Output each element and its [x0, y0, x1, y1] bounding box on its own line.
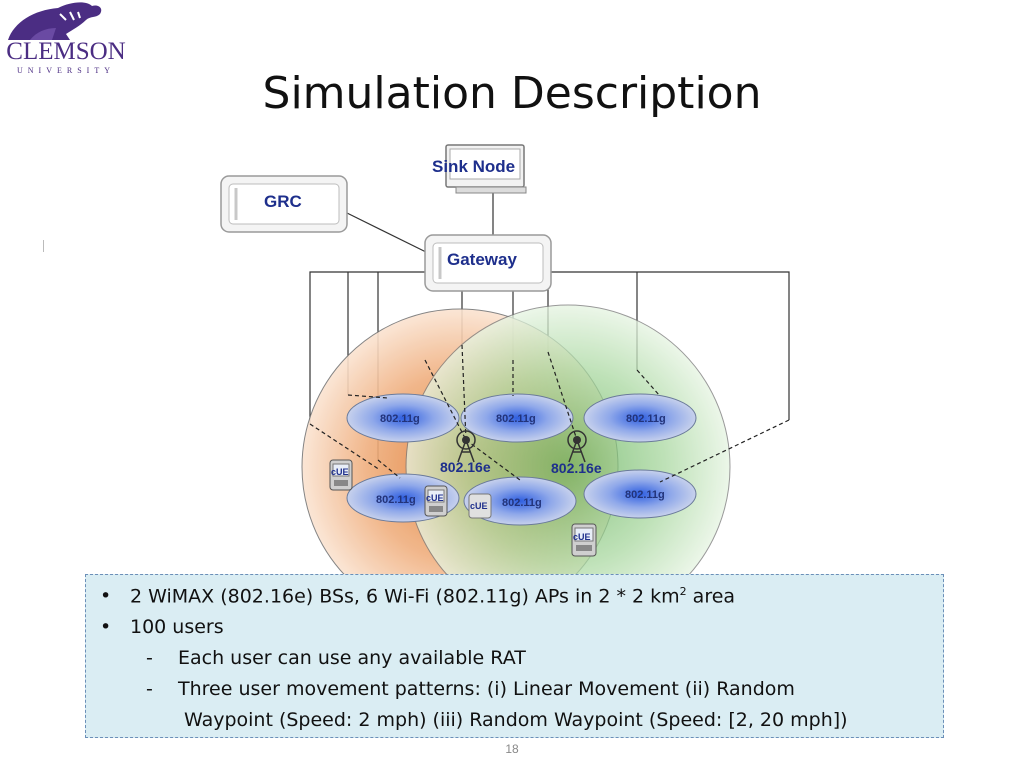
wifi-label: 802.11g — [376, 494, 416, 506]
tower-icon — [456, 430, 476, 463]
clemson-wordmark: CLEMSON — [6, 38, 126, 65]
wifi-label: 802.11g — [625, 489, 665, 501]
network-diagram: 802.11g 802.11g 802.11g 802.11g 802.11g … — [220, 144, 790, 575]
bullet-mark: • — [100, 585, 112, 608]
wifi-label: 802.11g — [496, 413, 536, 425]
gateway-label: Gateway — [447, 250, 517, 269]
bullet-item: • 100 users — [100, 616, 224, 638]
bullet-item: • 2 WiMAX (802.16e) BSs, 6 Wi-Fi (802.11g… — [100, 585, 735, 607]
cue-device-2: cUE — [424, 485, 448, 517]
sub-bullet-text: Each user can use any available RAT — [178, 647, 526, 669]
wifi-label: 802.11g — [380, 413, 420, 425]
bullet-text: area — [686, 585, 736, 608]
tower-icon — [567, 430, 587, 463]
wifi-label: 802.11g — [626, 413, 666, 425]
sub-bullet-item: - Each user can use any available RAT — [146, 647, 526, 669]
sub-bullet-continuation: Waypoint (Speed: 2 mph) (iii) Random Way… — [184, 709, 848, 731]
cue-label: cUE — [470, 501, 488, 511]
description-box: • 2 WiMAX (802.16e) BSs, 6 Wi-Fi (802.11g… — [85, 574, 944, 738]
wifi-ap-3 — [583, 393, 697, 443]
sink-node-label: Sink Node — [432, 157, 515, 176]
page-number: 18 — [505, 742, 519, 756]
cue-device-3: cUE — [468, 493, 492, 519]
dash-mark: - — [146, 678, 153, 700]
grc-label: GRC — [264, 192, 302, 211]
gateway-node: Gateway — [424, 234, 552, 292]
wimax-label: 802.16e — [551, 460, 602, 476]
clemson-logo: CLEMSON UNIVERSITY — [0, 0, 135, 80]
cue-label: cUE — [426, 493, 444, 503]
wifi-label: 802.11g — [502, 497, 542, 509]
university-wordmark: UNIVERSITY — [17, 66, 115, 75]
bullet-text: 2 WiMAX (802.16e) BSs, 6 Wi-Fi (802.11g)… — [130, 585, 680, 608]
bullet-mark: • — [100, 616, 112, 638]
tiger-icon — [8, 2, 102, 40]
sink-node: Sink Node — [432, 144, 527, 194]
dash-mark: - — [146, 647, 153, 669]
wifi-ap-2 — [460, 393, 574, 443]
sub-bullet-item: - Three user movement patterns: (i) Linea… — [146, 678, 795, 700]
wifi-ap-6 — [583, 469, 697, 519]
cue-label: cUE — [331, 467, 349, 477]
bullet-text: 100 users — [130, 616, 224, 638]
slide-title: Simulation Description — [262, 68, 762, 119]
sub-bullet-text: Three user movement patterns: (i) Linear… — [178, 678, 795, 700]
wifi-ap-5 — [463, 476, 577, 526]
wireless-links — [309, 344, 790, 483]
cue-device-4: cUE — [571, 523, 597, 557]
edge-artifact — [43, 240, 44, 252]
grc-node: GRC — [220, 175, 348, 233]
superscript: 2 — [679, 585, 687, 598]
wifi-ap-1 — [346, 393, 460, 443]
wimax-label: 802.16e — [440, 459, 491, 475]
cue-label: cUE — [573, 532, 591, 542]
cue-device-1: cUE — [329, 459, 353, 491]
